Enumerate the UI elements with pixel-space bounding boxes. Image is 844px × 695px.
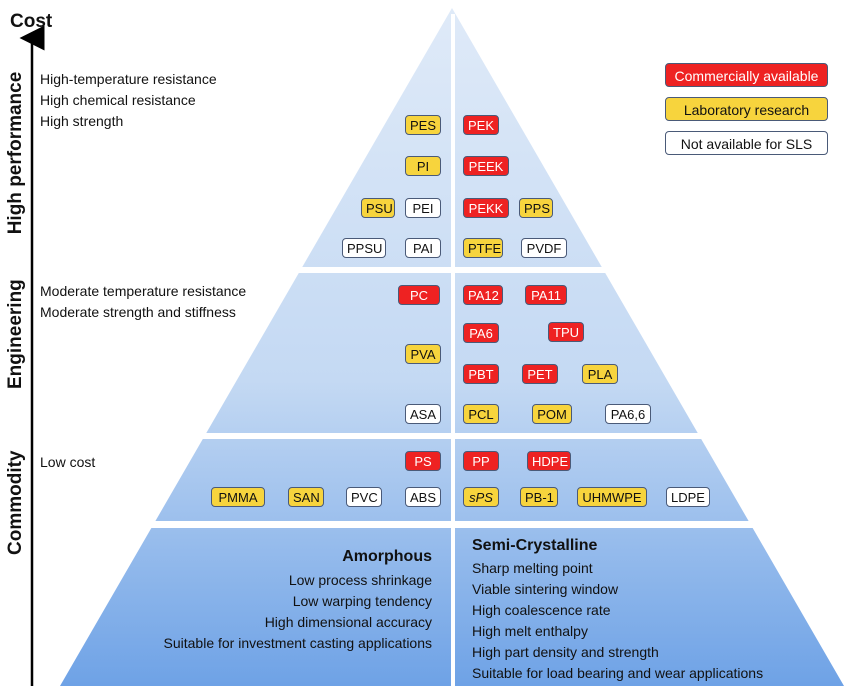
material-tag-pcl: PCL [463,404,499,424]
material-tag-pva: PVA [405,344,441,364]
material-tag-ptfe: PTFE [463,238,503,258]
amorphous-property: High dimensional accuracy [264,614,432,630]
material-tag-abs: ABS [405,487,441,507]
material-tag-san: SAN [288,487,324,507]
high-performance-property: High chemical resistance [40,92,196,108]
material-tag-pc: PC [398,285,440,305]
material-tag-pes: PES [405,115,441,135]
material-tag-pbt: PBT [463,364,499,384]
material-tag-asa: ASA [405,404,441,424]
high-performance-property: High-temperature resistance [40,71,217,87]
engineering-property: Moderate temperature resistance [40,283,247,299]
commodity-property: Low cost [40,454,96,470]
material-tag-pvdf: PVDF [521,238,567,258]
material-tag-peek: PEEK [463,156,509,176]
tier-label-high-performance: High performance [5,71,26,235]
legend-not-available-for-sls: Not available for SLS [665,131,828,155]
tier-label-engineering: Engineering [5,279,26,389]
material-tag-pmma: PMMA [211,487,265,507]
semi-crystalline-property: Viable sintering window [472,581,619,597]
material-tag-ldpe: LDPE [666,487,710,507]
material-tag-pa11: PA11 [525,285,567,305]
cost-axis-title: Cost [10,11,53,32]
tier-separator-high-engineering [280,267,660,273]
legend-laboratory-research: Laboratory research [665,97,828,121]
material-tag-pekk: PEKK [463,198,509,218]
semi-crystalline-property: High melt enthalpy [472,623,588,639]
material-tag-hdpe: HDPE [527,451,571,471]
material-tag-pps: PPS [519,198,553,218]
material-tag-pai: PAI [405,238,441,258]
semi-crystalline-property: Sharp melting point [472,560,593,576]
material-tag-ppsu: PPSU [342,238,386,258]
legend-commercially-available: Commercially available [665,63,828,87]
material-tag-pa66: PA6,6 [605,404,651,424]
tier-label-commodity: Commodity [5,450,26,556]
material-tag-pet: PET [522,364,558,384]
amorphous-property: Low warping tendency [292,593,432,609]
material-tag-pp: PP [463,451,499,471]
material-tag-pla: PLA [582,364,618,384]
tier-separator-commodity-base [130,521,810,528]
semi-crystalline-property: Suitable for load bearing and wear appli… [472,665,764,681]
material-tag-pek: PEK [463,115,499,135]
material-tag-pa12: PA12 [463,285,503,305]
material-tag-sps: sPS [463,487,499,507]
tier-separator-engineering-commodity [180,433,760,439]
material-tag-pei: PEI [405,198,441,218]
material-tag-pom: POM [532,404,572,424]
semi-crystalline-property: High coalescence rate [472,602,611,618]
material-tag-ps: PS [405,451,441,471]
high-performance-property: High strength [40,113,124,129]
material-tag-pa6: PA6 [463,323,499,343]
material-tag-pb1: PB-1 [520,487,558,507]
material-tag-pi: PI [405,156,441,176]
material-tag-pvc: PVC [346,487,382,507]
amorphous-property: Suitable for investment casting applicat… [163,635,432,651]
amorphous-heading: Amorphous [342,548,432,565]
semi-crystalline-heading: Semi-Crystalline [472,537,598,554]
amorphous-property: Low process shrinkage [288,572,432,588]
pyramid-center-divider [451,14,455,686]
engineering-property: Moderate strength and stiffness [40,304,236,320]
material-tag-psu: PSU [361,198,395,218]
material-tag-tpu: TPU [548,322,584,342]
semi-crystalline-property: High part density and strength [472,644,659,660]
material-tag-uhmwpe: UHMWPE [577,487,647,507]
